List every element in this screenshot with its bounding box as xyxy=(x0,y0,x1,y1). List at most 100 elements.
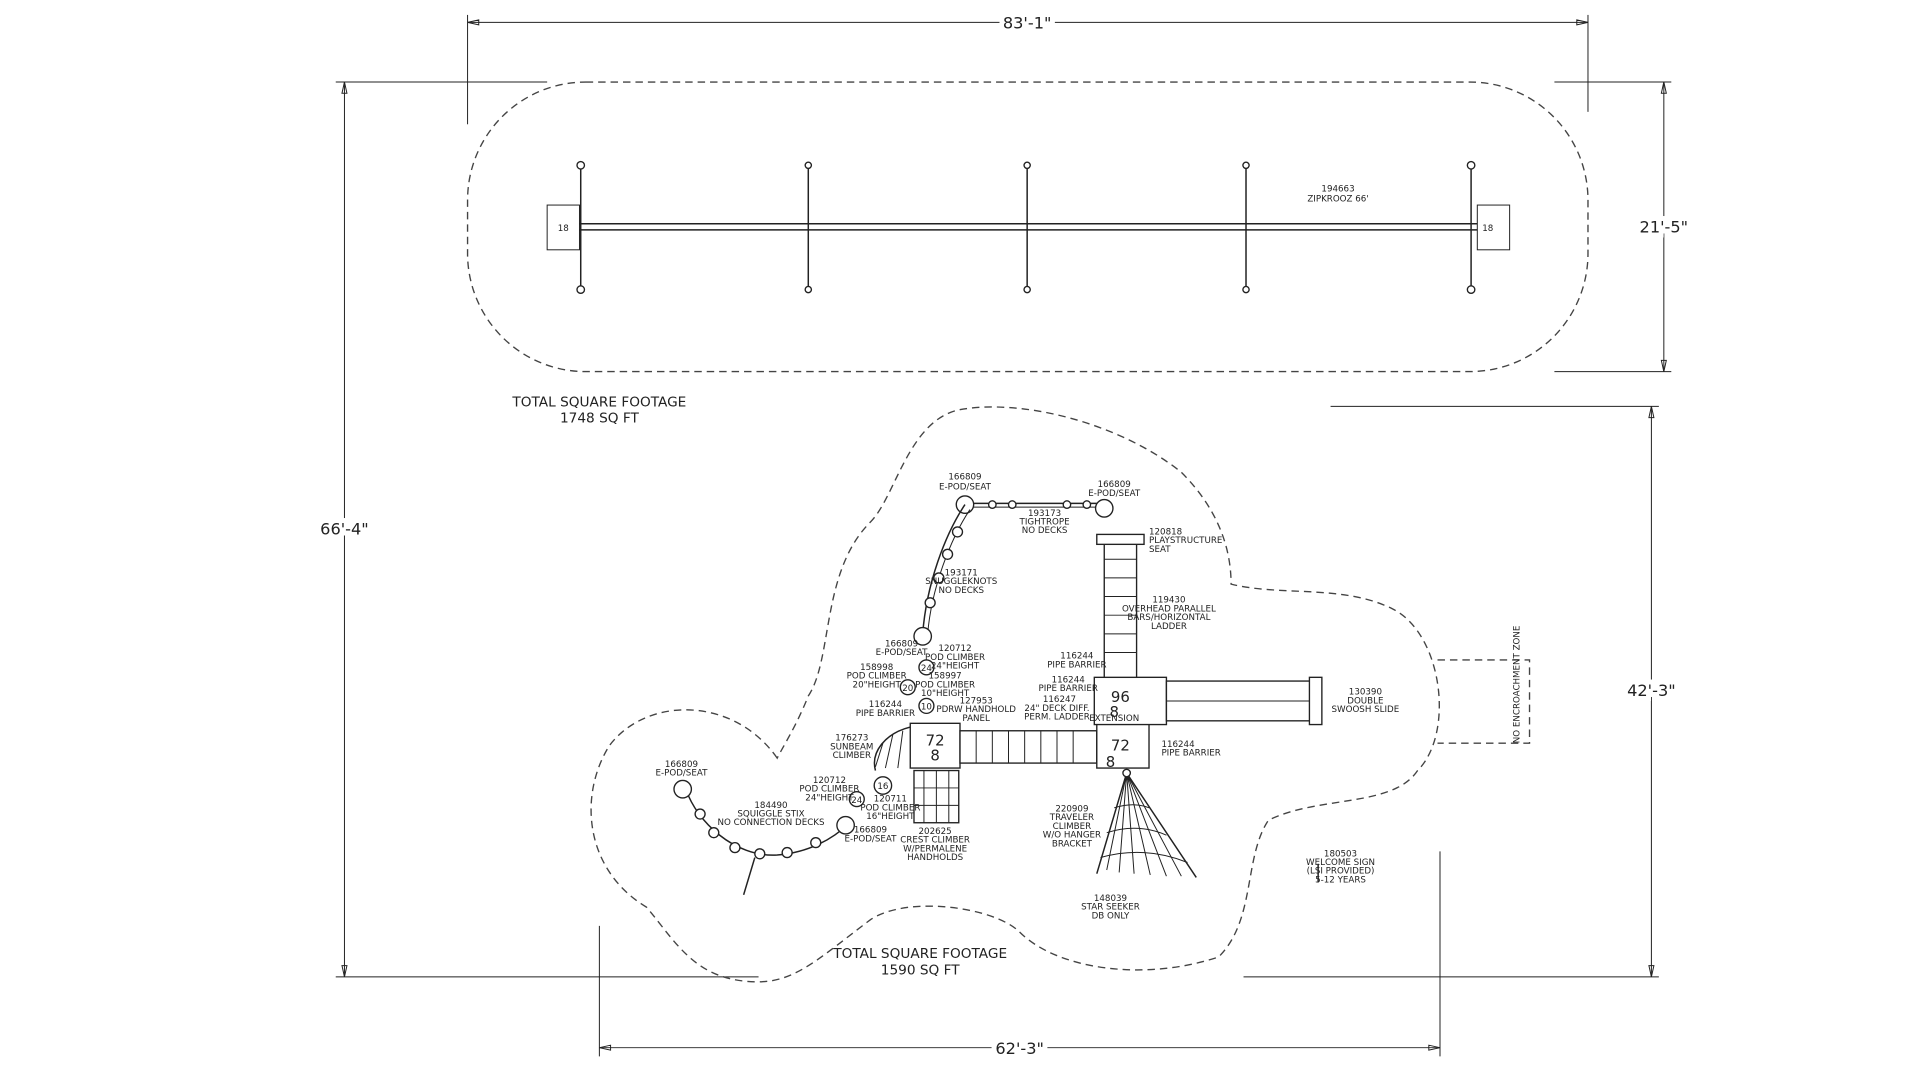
label-sunbeam-1: 176273 xyxy=(835,734,868,744)
label-overhead-4: LADDER xyxy=(1151,622,1187,632)
deck-upper xyxy=(1093,676,1168,726)
label-crest-2: CREST CLIMBER xyxy=(900,836,970,846)
dimension-lines: 83'-1" 66'-4" 21'-5" 42'-3" 62'-3" xyxy=(315,9,1693,1063)
label-epod-left-2: E-POD/SEAT xyxy=(655,769,708,779)
label-pod158998-3: 20"HEIGHT xyxy=(853,680,902,690)
play-use-zone xyxy=(590,406,1440,983)
label-pipe-up2-1: 116244 xyxy=(1052,675,1086,685)
label-pod120711-3: 16"HEIGHT xyxy=(866,812,915,822)
label-pod120712b-3: 24"HEIGHT xyxy=(805,793,854,803)
label-pipe-right-2: PIPE BARRIER xyxy=(1161,749,1220,759)
label-crest-1: 202625 xyxy=(919,827,952,837)
label-playseat-1: 120818 xyxy=(1149,527,1182,537)
label-tightrope-1: 193173 xyxy=(1028,509,1061,519)
star-seeker xyxy=(1096,768,1197,878)
label-pod120712a-3: 24"HEIGHT xyxy=(931,662,980,672)
label-traveler-1: 220909 xyxy=(1055,805,1088,815)
label-slide-2: DOUBLE xyxy=(1347,696,1383,706)
bottom-area-line2: 1590 SQ FT xyxy=(881,962,960,978)
deck-right xyxy=(1096,722,1150,769)
label-ladder-1: 116247 xyxy=(1043,695,1076,705)
zipline-name: ZIPKROOZ 66' xyxy=(1307,194,1368,204)
label-pod158998-1: 158998 xyxy=(860,663,893,673)
component-labels: 166809 E-POD/SEAT 166809 E-POD/SEAT 1931… xyxy=(655,473,1399,922)
label-welcome-2: WELCOME SIGN xyxy=(1306,858,1375,868)
epod-mid xyxy=(913,626,933,646)
dim-play-height: 42'-3" xyxy=(1627,681,1676,700)
label-epod-low-2: E-POD/SEAT xyxy=(845,834,898,844)
pod-24b xyxy=(848,790,865,808)
zipline-part: 194663 xyxy=(1321,184,1354,194)
pod-20 xyxy=(899,679,916,696)
no-encroachment-zone: NO ENCROACHMENT ZONE xyxy=(1437,626,1531,744)
label-epod-tr-1: 166809 xyxy=(1098,480,1131,490)
pod-10 xyxy=(918,697,935,715)
label-snuggle-2: SNUGGLEKNOTS xyxy=(925,577,998,587)
label-traveler-2: TRAVELER xyxy=(1049,813,1094,823)
label-snuggle-1: 193171 xyxy=(945,568,978,578)
label-snuggle-3: NO DECKS xyxy=(938,586,984,596)
label-star-1: 148039 xyxy=(1094,894,1127,904)
area-totals: TOTAL SQUARE FOOTAGE 1748 SQ FT TOTAL SQ… xyxy=(511,394,1007,978)
label-pod120712b-2: POD CLIMBER xyxy=(799,785,859,795)
bottom-area-line1: TOTAL SQUARE FOOTAGE xyxy=(832,946,1007,962)
label-ladder-3: PERM. LADDER xyxy=(1024,713,1090,723)
deck-left-top: 72 xyxy=(926,732,945,750)
no-zone-label: NO ENCROACHMENT ZONE xyxy=(1513,626,1523,744)
label-squiggle-3: NO CONNECTION DECKS xyxy=(717,818,824,828)
label-sunbeam-3: CLIMBER xyxy=(833,751,871,761)
dim-play-width: 62'-3" xyxy=(995,1039,1044,1058)
label-traveler-4: W/O HANGER xyxy=(1043,831,1101,841)
pod-24a-label: 24 xyxy=(921,664,933,674)
deck-upper-bottom: 8 xyxy=(1109,703,1118,721)
label-pod158998-2: POD CLIMBER xyxy=(847,672,907,682)
label-crest-4: HANDHOLDS xyxy=(907,853,964,863)
deck-left xyxy=(909,722,961,769)
dim-zipline-height: 21'-5" xyxy=(1640,217,1689,236)
pod-24b-label: 24 xyxy=(851,796,863,806)
label-tightrope-2: TIGHTROPE xyxy=(1019,517,1070,527)
label-crest-3: W/PERMALENE xyxy=(903,844,967,854)
label-playseat-2: PLAYSTRUCTURE xyxy=(1149,536,1222,546)
pod-16-label: 16 xyxy=(877,782,888,792)
dim-top-width: 83'-1" xyxy=(1003,14,1052,33)
zipline-end-left: 18 xyxy=(558,224,569,234)
label-overhead-1: 119430 xyxy=(1152,596,1185,606)
label-pipe-up1-2: PIPE BARRIER xyxy=(1047,660,1106,670)
zipline-use-zone xyxy=(466,81,1589,373)
label-welcome-4: 5-12 YEARS xyxy=(1315,875,1366,885)
label-pod158997-1: 158997 xyxy=(928,672,961,682)
play-structure: 24 20 10 72 8 72 8 96 8 xyxy=(673,495,1323,896)
label-pipe-right-1: 116244 xyxy=(1161,740,1195,750)
label-pod120711-2: POD CLIMBER xyxy=(860,803,920,813)
pod-10-label: 10 xyxy=(921,703,932,713)
epod-top-right xyxy=(1094,498,1114,518)
deck-right-bottom: 8 xyxy=(1106,753,1115,771)
label-playseat-3: SEAT xyxy=(1149,545,1171,555)
label-handhold-2: PDRW HANDHOLD xyxy=(936,705,1016,715)
handhold-bridge xyxy=(959,730,1098,764)
label-sunbeam-2: SUNBEAM xyxy=(830,742,873,752)
label-pipe-up1-1: 116244 xyxy=(1060,652,1094,662)
label-extension: EXTENSION xyxy=(1089,714,1139,724)
label-epod-mid-2: E-POD/SEAT xyxy=(876,648,929,658)
label-epod-tl-2: E-POD/SEAT xyxy=(939,483,992,493)
label-pipe-up2-2: PIPE BARRIER xyxy=(1038,684,1097,694)
epod-low xyxy=(836,815,855,835)
label-epod-tr-2: E-POD/SEAT xyxy=(1088,489,1141,499)
epod-top-left xyxy=(955,495,975,514)
label-epod-low-1: 166809 xyxy=(854,826,887,836)
overhead-ladder xyxy=(1103,536,1138,679)
epod-left xyxy=(673,779,693,799)
label-ladder-2: 24" DECK DIFF. xyxy=(1024,704,1089,714)
dim-overall-height: 66'-4" xyxy=(320,519,369,538)
label-traveler-3: CLIMBER xyxy=(1053,822,1091,832)
zipline-end-right: 18 xyxy=(1482,224,1493,234)
label-tightrope-3: NO DECKS xyxy=(1022,526,1068,536)
zipline-area: 18 18 194663 ZIPKROOZ 66' xyxy=(466,81,1589,373)
deck-right-top: 72 xyxy=(1111,737,1130,755)
pod-16 xyxy=(873,776,893,795)
label-welcome-3: (LSI PROVIDED) xyxy=(1307,867,1375,877)
deck-upper-top: 96 xyxy=(1111,688,1130,706)
